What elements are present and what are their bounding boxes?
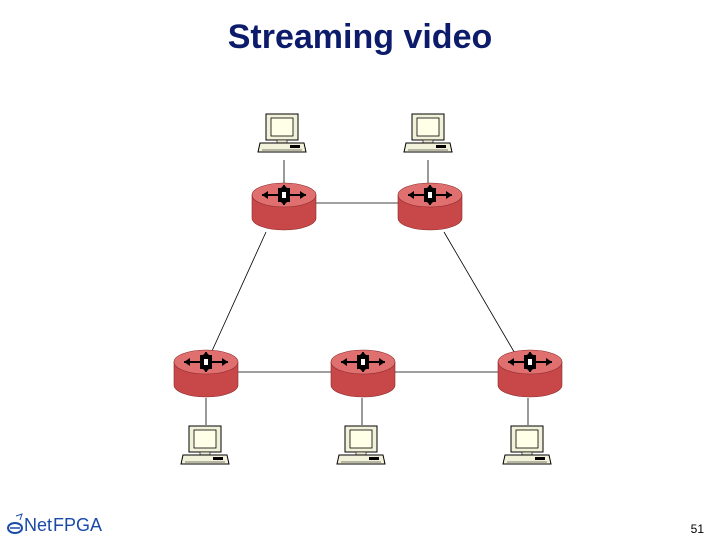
host-bottom-left bbox=[180, 425, 230, 465]
router-bottom-right bbox=[497, 349, 563, 398]
host-bottom-right bbox=[502, 425, 552, 465]
link-left bbox=[206, 231, 267, 363]
host-top-left bbox=[257, 113, 307, 153]
logo-text-fpga: FPGA bbox=[53, 514, 103, 535]
page-number: 51 bbox=[690, 522, 704, 536]
netfpga-logo: Net FPGA bbox=[6, 512, 102, 538]
host-top-right bbox=[403, 113, 453, 153]
host-bottom-middle bbox=[336, 425, 386, 465]
router-top-right bbox=[397, 182, 463, 231]
router-bottom-left bbox=[173, 349, 239, 398]
link-right bbox=[443, 231, 521, 363]
router-top-left bbox=[251, 182, 317, 231]
netfpga-logo-icon bbox=[7, 513, 23, 534]
router-bottom-middle bbox=[330, 349, 396, 398]
logo-text-net: Net bbox=[24, 514, 53, 535]
slide-title: Streaming video bbox=[227, 18, 493, 56]
